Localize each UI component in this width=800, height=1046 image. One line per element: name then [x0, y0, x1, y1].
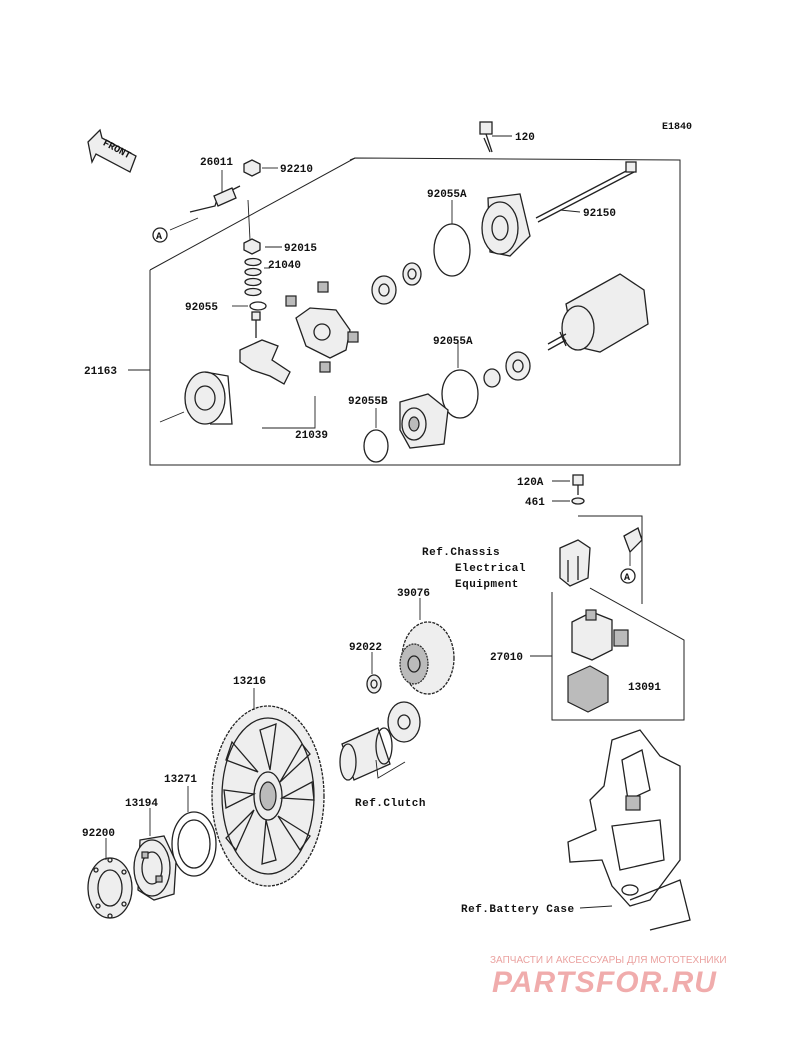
- washer-92022[interactable]: 92022: [349, 642, 382, 694]
- watermark-tagline: ЗАПЧАСТИ И АКСЕССУАРЫ ДЛЯ МОТОТЕХНИКИ: [490, 955, 727, 966]
- front-housing[interactable]: 92055A: [433, 336, 531, 419]
- brush-holder[interactable]: [239, 311, 291, 385]
- brush-plate[interactable]: [285, 281, 359, 373]
- front-arrow-icon: FRONT: [87, 128, 137, 173]
- label-92022: 92022: [349, 642, 382, 654]
- diagram-code: E1840: [662, 122, 692, 133]
- label-461: 461: [525, 497, 545, 509]
- end-cover-21163[interactable]: 21163: [84, 366, 233, 425]
- label-39076: 39076: [397, 588, 430, 600]
- idler-gear-39076[interactable]: 39076: [397, 588, 455, 695]
- label-13194: 13194: [125, 798, 158, 810]
- gasket-92200[interactable]: 92200: [82, 828, 133, 919]
- ref-chassis-line2: Electrical: [455, 563, 526, 575]
- label-27010: 27010: [490, 652, 523, 664]
- plate-13271[interactable]: 13271: [164, 774, 217, 877]
- front-flange[interactable]: 92055B: [348, 393, 449, 463]
- starter-frame: [149, 157, 681, 466]
- label-120a: 120A: [517, 477, 544, 489]
- watermark: ЗАПЧАСТИ И АКСЕССУАРЫ ДЛЯ МОТОТЕХНИКИ PA…: [490, 955, 727, 999]
- label-26011: 26011: [200, 157, 233, 169]
- label-13091: 13091: [628, 682, 661, 694]
- label-13216: 13216: [233, 676, 266, 688]
- through-bolt-92150[interactable]: 92150: [535, 161, 637, 223]
- rear-housing[interactable]: 92055A: [427, 189, 531, 277]
- ref-battery-case: Ref.Battery Case: [461, 904, 575, 916]
- label-92150: 92150: [583, 208, 616, 220]
- relay-cover-13091[interactable]: 13091: [567, 665, 661, 713]
- label-120: 120: [515, 132, 535, 144]
- cable-26011[interactable]: 26011 A: [152, 157, 241, 243]
- one-way-clutch-13194[interactable]: 13194: [125, 798, 177, 901]
- ref-chassis-line3: Equipment: [455, 579, 519, 591]
- label-21039: 21039: [295, 430, 328, 442]
- label-92055a-mid: 92055A: [433, 336, 473, 348]
- label-92200: 92200: [82, 828, 115, 840]
- battery-case: [567, 729, 691, 931]
- nut-92210[interactable]: 92210: [243, 159, 313, 177]
- marker-a-left: A: [156, 232, 162, 243]
- label-21040: 21040: [268, 260, 301, 272]
- label-92015: 92015: [284, 243, 317, 255]
- washer-stack[interactable]: 92015 21040: [243, 199, 317, 297]
- bolt-120a[interactable]: 120A: [517, 474, 584, 495]
- label-92210: 92210: [280, 164, 313, 176]
- starter-clutch-gear-13216[interactable]: 13216: [211, 676, 325, 887]
- oring-92055[interactable]: 92055: [185, 301, 267, 314]
- marker-a-right: A: [624, 573, 630, 584]
- bearing-rear[interactable]: [371, 262, 422, 305]
- label-92055b: 92055B: [348, 396, 388, 408]
- relay-frame-27010: 27010: [490, 587, 685, 721]
- watermark-brand: PARTSFOR.RU: [492, 966, 717, 999]
- ref-chassis-line1: Ref.Chassis: [422, 547, 500, 559]
- bolt-120[interactable]: 120: [479, 121, 535, 153]
- idler-shaft[interactable]: Ref.Clutch: [339, 701, 426, 810]
- brush-set-21039: 21039: [262, 396, 328, 442]
- label-92055a-top: 92055A: [427, 189, 467, 201]
- label-21163: 21163: [84, 366, 117, 378]
- starter-relay[interactable]: [571, 609, 629, 661]
- label-13271: 13271: [164, 774, 197, 786]
- ref-clutch: Ref.Clutch: [355, 798, 426, 810]
- washer-461[interactable]: 461: [525, 497, 585, 509]
- label-92055: 92055: [185, 302, 218, 314]
- starter-motor-body[interactable]: [547, 273, 649, 353]
- relay-bracket[interactable]: A: [559, 515, 643, 604]
